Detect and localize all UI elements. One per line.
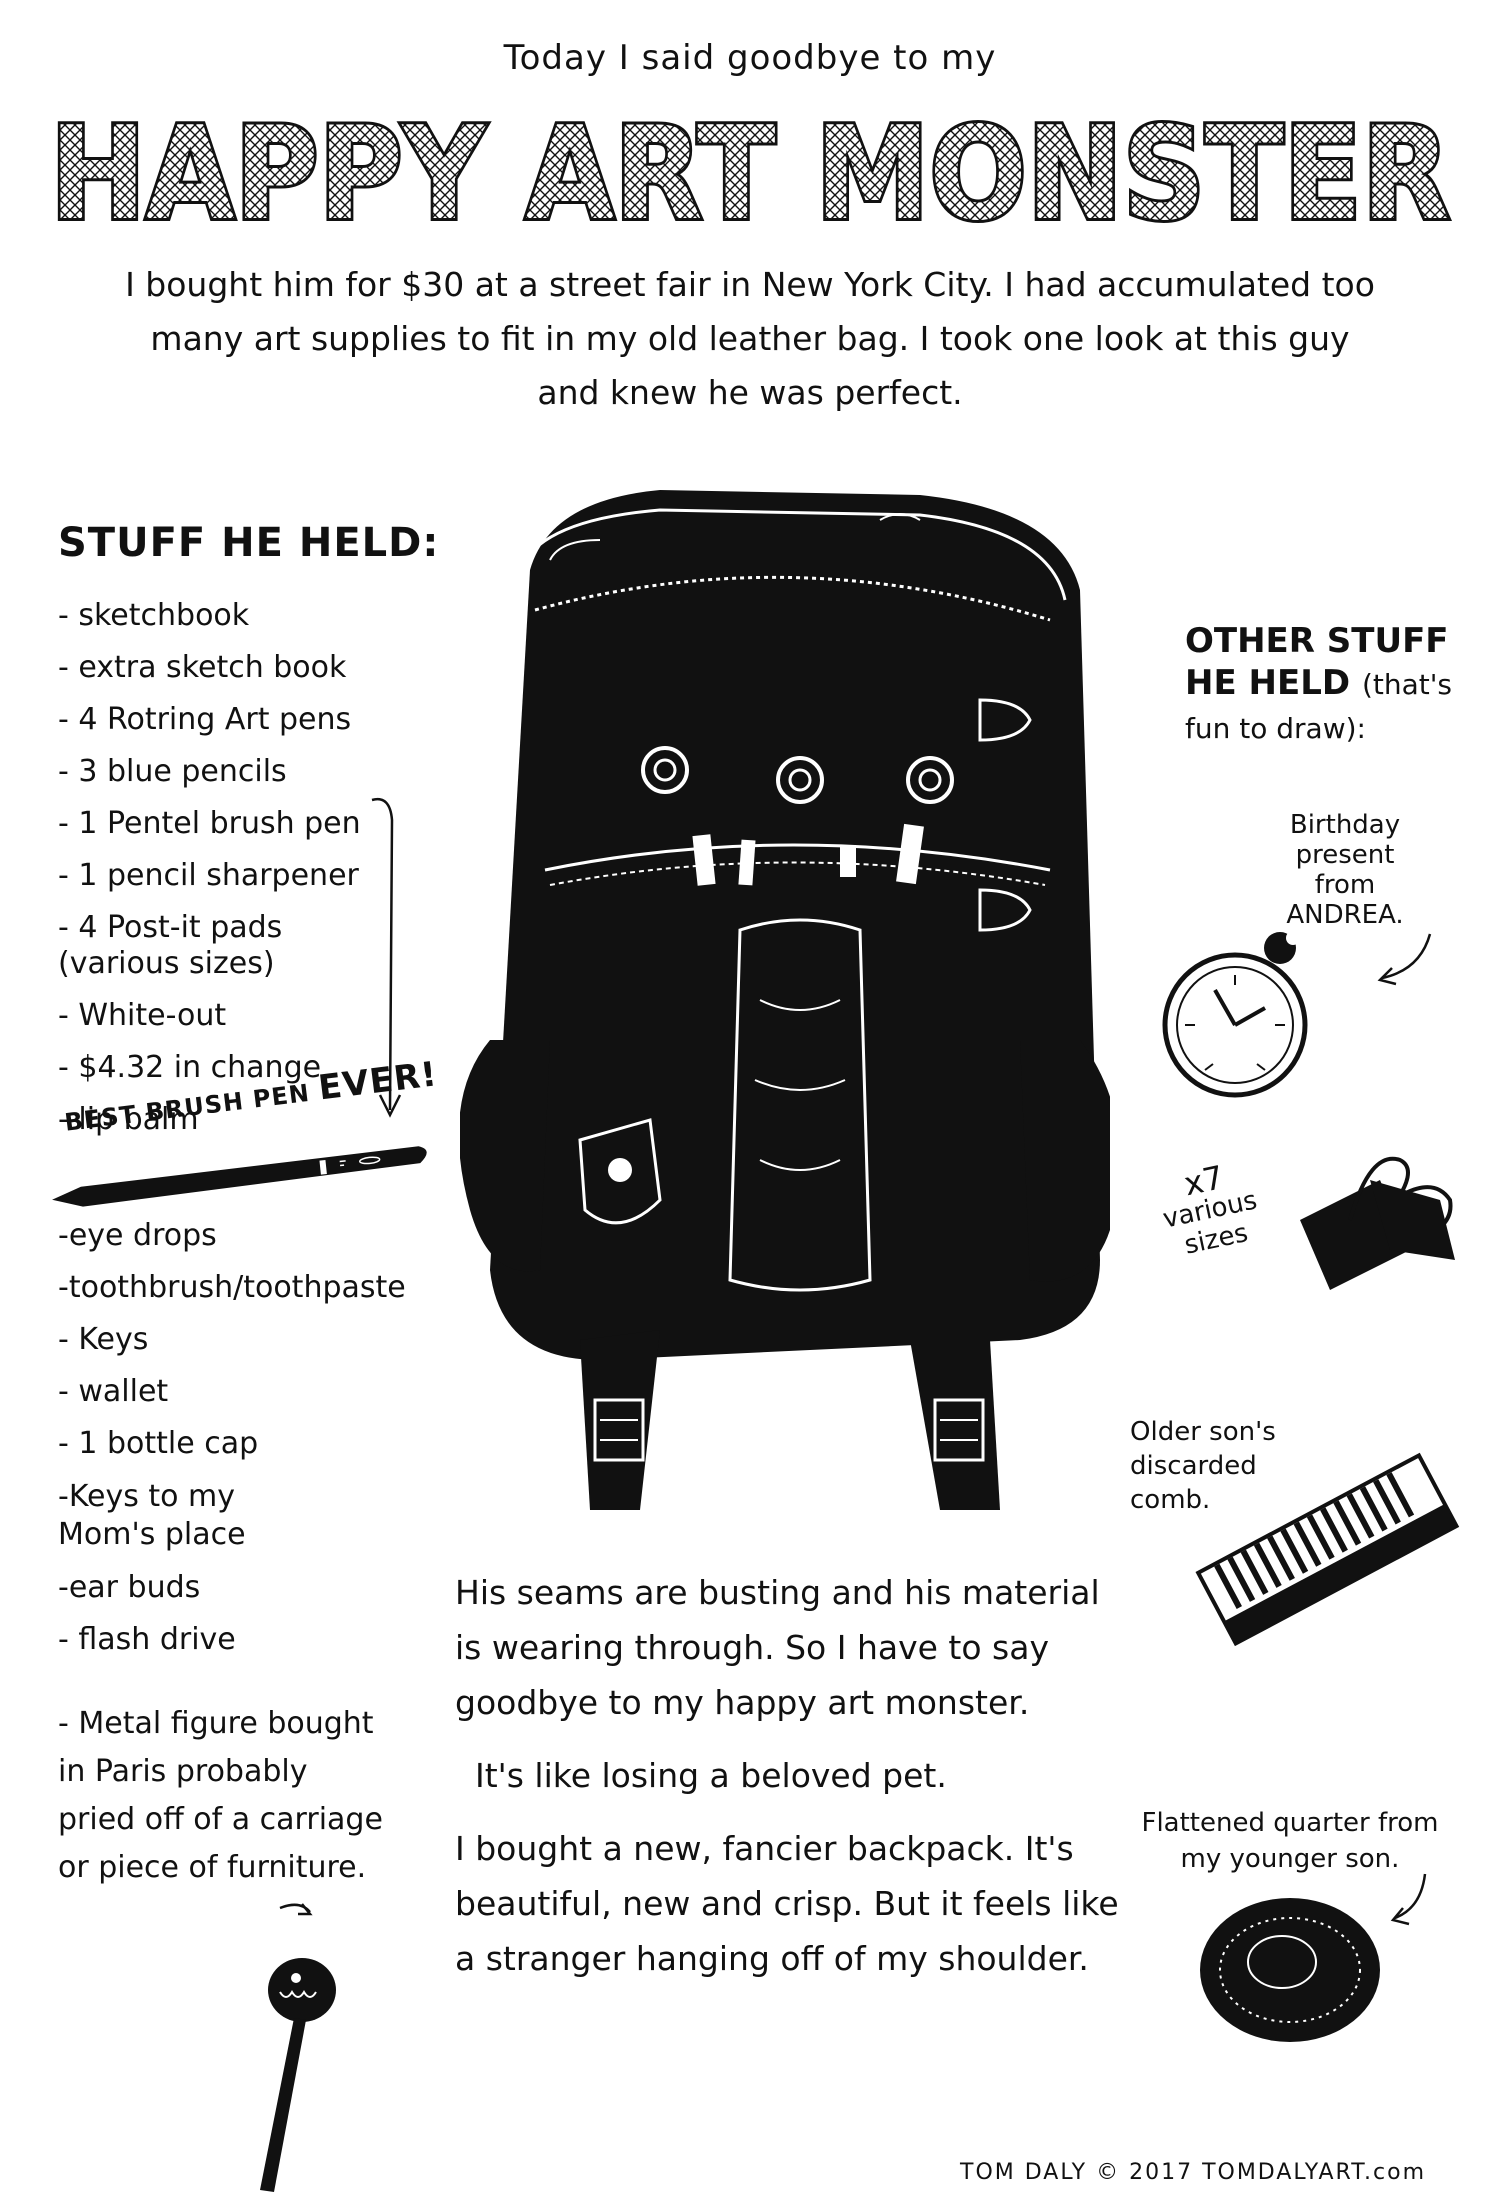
list-item: - 1 Pentel brush pen (58, 806, 361, 841)
backpack-illustration (460, 490, 1110, 1510)
title-banner: HAPPY ART MONSTER (47, 100, 1453, 250)
pocket-watch-icon (1162, 931, 1308, 1098)
birthday-note: Birthday present from ANDREA. (1286, 810, 1404, 930)
list-item: - $4.32 in change (58, 1050, 322, 1085)
arrow-icon (1377, 933, 1432, 986)
comb-note: Older son's discarded comb. (1130, 1417, 1276, 1515)
story-paragraph: I bought a new, fancier backpack. It's b… (455, 1829, 1119, 1978)
binder-clip-icon (1300, 1156, 1455, 1290)
brush-pen-icon (52, 1146, 427, 1207)
arrow-icon (1390, 1873, 1427, 1926)
stuff-list-top: - sketchbook - extra sketch book - 4 Rot… (58, 590, 361, 1146)
list-item: - wallet (58, 1374, 169, 1409)
flattened-quarter-icon (1200, 1898, 1380, 2042)
list-item: -toothbrush/toothpaste (58, 1270, 406, 1305)
stuff-held-heading: STUFF HE HELD: (58, 520, 440, 566)
metal-figure-note: - Metal figure bought in Paris probably … (58, 1706, 383, 1885)
list-item: - 4 Post-it pads (various sizes) (58, 910, 283, 981)
page-title: HAPPY ART MONSTER (50, 100, 1450, 249)
list-item: - Keys (58, 1322, 149, 1357)
list-item: - 1 bottle cap (58, 1426, 259, 1461)
list-item: -eye drops (58, 1218, 217, 1253)
quarter-note: Flattened quarter from my younger son. (1141, 1808, 1439, 1874)
other-stuff-title: OTHER STUFF HE HELD (1185, 621, 1449, 703)
list-item: -Keys to my Mom's place (58, 1479, 246, 1552)
list-item: -ear buds (58, 1570, 201, 1605)
list-item: - flash drive (58, 1622, 236, 1657)
list-item: - sketchbook (58, 598, 250, 633)
kicker-text: Today I said goodbye to my (503, 38, 997, 78)
binder-clips-note: x7 various sizes (1142, 1154, 1278, 1267)
story-text: His seams are busting and his material i… (455, 1565, 1135, 2004)
stuff-list-bottom: -eye drops -toothbrush/toothpaste - Keys… (58, 1210, 406, 1666)
comb-icon (1195, 1452, 1460, 1647)
list-item: - 3 blue pencils (58, 754, 287, 789)
story-paragraph: His seams are busting and his material i… (455, 1573, 1100, 1722)
other-stuff-aside: (that's fun to draw): (1185, 668, 1453, 745)
intro-paragraph: I bought him for $30 at a street fair in… (125, 265, 1375, 412)
story-paragraph: It's like losing a beloved pet. (475, 1756, 947, 1795)
other-stuff-heading: OTHER STUFF HE HELD (that's fun to draw)… (1185, 620, 1485, 750)
artist-credit: TOM DALY © 2017 TOMDALYART.com (960, 2160, 1427, 2185)
metal-figure-icon (260, 1903, 336, 2192)
arrow-icon (371, 797, 402, 1118)
list-item: - White-out (58, 998, 227, 1033)
list-item: - extra sketch book (58, 650, 347, 685)
list-item: - 4 Rotring Art pens (58, 702, 352, 737)
list-item: - 1 pencil sharpener (58, 858, 359, 893)
list-item: - lip balm (58, 1102, 199, 1137)
